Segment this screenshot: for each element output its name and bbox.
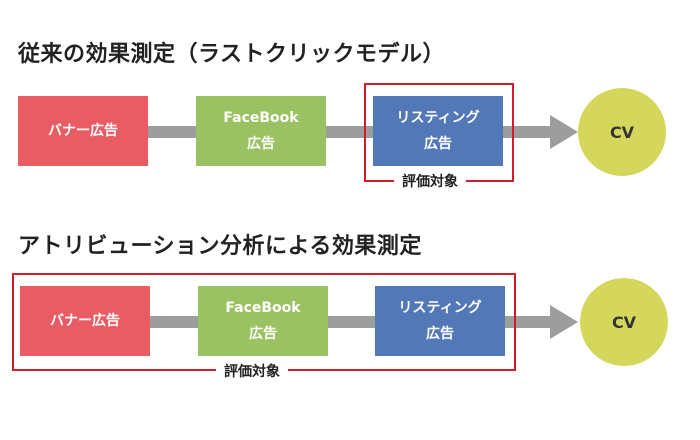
section1-facebook-ad-node: FaceBook 広告: [196, 96, 326, 166]
node-sublabel: 広告: [426, 326, 454, 342]
section2-evaluation-label: 評価対象: [216, 362, 288, 382]
node-label: バナー広告: [50, 313, 120, 329]
section1-title: 従来の効果測定（ラストクリックモデル）: [18, 42, 446, 67]
section2-cv-goal-node: CV: [580, 278, 668, 366]
section2-listing-ad-node: リスティング 広告: [375, 286, 505, 356]
section1-evaluation-frame: [364, 83, 514, 182]
section1-evaluation-label: 評価対象: [394, 172, 466, 192]
node-sublabel: 広告: [424, 136, 452, 152]
section1-banner-ad-node: バナー広告: [18, 96, 148, 166]
section2-title: アトリビューション分析による効果測定: [18, 234, 422, 259]
node-sublabel: 広告: [249, 326, 277, 342]
node-sublabel: 広告: [247, 136, 275, 152]
section2-facebook-ad-node: FaceBook 広告: [198, 286, 328, 356]
section1-flow-arrow-head: [550, 115, 578, 149]
node-label: FaceBook: [223, 110, 299, 126]
cv-label: CV: [609, 122, 635, 142]
section2-evaluation-frame: [12, 273, 516, 371]
node-label: FaceBook: [225, 300, 301, 316]
section2-flow-arrow-head: [550, 305, 578, 339]
section1-cv-goal-node: CV: [578, 88, 666, 176]
node-label: リスティング: [398, 300, 482, 316]
section1-listing-ad-node: リスティング 広告: [373, 96, 503, 166]
section2-banner-ad-node: バナー広告: [20, 286, 150, 356]
cv-label: CV: [611, 312, 637, 332]
node-label: バナー広告: [48, 123, 118, 139]
node-label: リスティング: [396, 110, 480, 126]
